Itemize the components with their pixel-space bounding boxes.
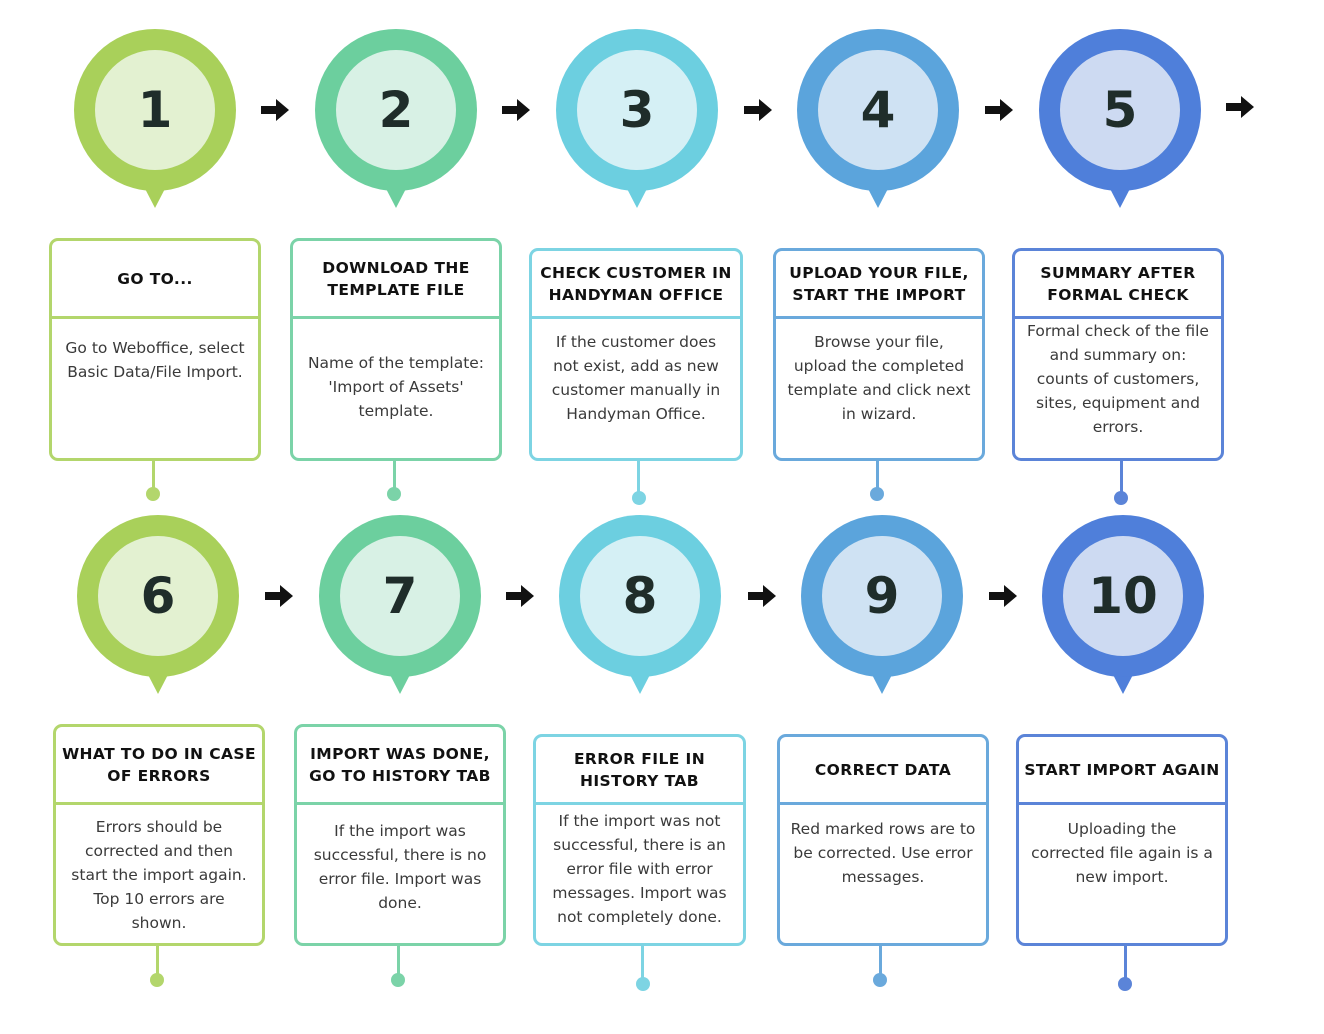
step-4-badge: 4 [797, 29, 959, 229]
badge-pin-shape [556, 29, 718, 208]
arrow-right-icon [1226, 96, 1254, 118]
step-8-number: 8 [622, 567, 658, 625]
step-8-connector [641, 946, 644, 979]
step-4-divider [773, 316, 985, 319]
step-2-number: 2 [378, 81, 414, 139]
step-6-badge: 6 [77, 515, 239, 715]
arrow-right-icon [989, 585, 1017, 607]
arrow-right-icon [502, 99, 530, 121]
step-1-divider [49, 316, 261, 319]
step-9-card: CORRECT DATA Red marked rows are to be c… [777, 734, 989, 946]
step-9-title: CORRECT DATA [814, 761, 952, 779]
badge-pin-shape [319, 515, 481, 694]
step-1-connector [152, 461, 155, 491]
step-6-dot [150, 973, 164, 987]
step-1-title: GO TO... [117, 270, 193, 288]
arrow-right-icon [265, 585, 293, 607]
step-7-connector [397, 946, 400, 976]
step-3-connector [637, 461, 640, 494]
badge-pin-shape [77, 515, 239, 694]
step-6-card: WHAT TO DO IN CASE OF ERRORS Errors shou… [53, 724, 265, 946]
step-6-divider [53, 802, 265, 805]
step-3-title: CHECK CUSTOMER IN HANDYMAN OFFICE [540, 264, 732, 304]
arrow-right-icon [748, 585, 776, 607]
badge-pin-shape [559, 515, 721, 694]
step-1-badge: 1 [74, 29, 236, 229]
step-5-text: Formal check of the file and summary on:… [1027, 322, 1209, 436]
step-4-text: Browse your file, upload the completed t… [787, 333, 971, 423]
step-9-connector [879, 946, 882, 976]
badge-pin-shape [1039, 29, 1201, 208]
step-10-divider [1016, 802, 1228, 805]
step-2-connector [393, 461, 396, 491]
step-5-title: SUMMARY AFTER FORMAL CHECK [1040, 264, 1196, 304]
step-5-connector [1120, 461, 1123, 494]
step-3-divider [529, 316, 743, 319]
step-9-dot [873, 973, 887, 987]
step-3-dot [632, 491, 646, 505]
step-9-number: 9 [864, 567, 900, 625]
step-10-title: START IMPORT AGAIN [1024, 761, 1220, 779]
arrow-right-icon [506, 585, 534, 607]
step-8-badge: 8 [559, 515, 721, 715]
step-2-divider [290, 316, 502, 319]
arrow-right-icon [985, 99, 1013, 121]
step-7-text: If the import was successful, there is n… [313, 822, 487, 912]
step-3-badge: 3 [556, 29, 718, 229]
step-8-divider [533, 802, 746, 805]
step-3-number: 3 [619, 81, 655, 139]
step-4-title: UPLOAD YOUR FILE, START THE IMPORT [789, 264, 969, 304]
step-10-badge: 10 [1042, 515, 1204, 715]
step-9-text: Red marked rows are to be corrected. Use… [790, 820, 976, 886]
step-10-number: 10 [1088, 567, 1158, 625]
step-8-card: ERROR FILE IN HISTORY TAB If the import … [533, 734, 746, 946]
step-8-text: If the import was not successful, there … [552, 812, 727, 926]
step-6-number: 6 [140, 567, 176, 625]
step-5-card: SUMMARY AFTER FORMAL CHECK Formal check … [1012, 248, 1224, 461]
step-8-title: ERROR FILE IN HISTORY TAB [573, 750, 706, 790]
step-9-badge: 9 [801, 515, 963, 715]
step-1-text: Go to Weboffice, select Basic Data/File … [65, 339, 245, 381]
step-6-connector [156, 946, 159, 976]
step-1-card: GO TO... Go to Weboffice, select Basic D… [49, 238, 261, 461]
badge-pin-shape [801, 515, 963, 694]
step-2-title: DOWNLOAD THE TEMPLATE FILE [322, 259, 470, 299]
badge-pin-shape [74, 29, 236, 208]
step-4-number: 4 [860, 81, 896, 139]
step-7-badge: 7 [319, 515, 481, 715]
step-4-connector [876, 461, 879, 491]
badge-pin-shape [797, 29, 959, 208]
badge-pin-shape [1042, 515, 1204, 694]
step-7-number: 7 [382, 567, 418, 625]
step-10-connector [1124, 946, 1127, 979]
step-5-badge: 5 [1039, 29, 1201, 229]
step-10-text: Uploading the corrected file again is a … [1031, 820, 1213, 886]
step-1-dot [146, 487, 160, 501]
step-2-text: Name of the template: 'Import of Assets'… [307, 354, 485, 420]
arrow-right-icon [261, 99, 289, 121]
step-5-divider [1012, 316, 1224, 319]
badge-pin-shape [315, 29, 477, 208]
step-5-number: 5 [1102, 81, 1138, 139]
step-4-dot [870, 487, 884, 501]
step-9-divider [777, 802, 989, 805]
step-4-card: UPLOAD YOUR FILE, START THE IMPORT Brows… [773, 248, 985, 461]
step-8-dot [636, 977, 650, 991]
step-6-text: Errors should be corrected and then star… [71, 818, 247, 932]
step-3-text: If the customer does not exist, add as n… [551, 333, 721, 423]
step-1-number: 1 [137, 81, 173, 139]
step-7-title: IMPORT WAS DONE, GO TO HISTORY TAB [309, 745, 491, 785]
step-5-dot [1114, 491, 1128, 505]
step-2-card: DOWNLOAD THE TEMPLATE FILE Name of the t… [290, 238, 502, 461]
step-10-card: START IMPORT AGAIN Uploading the correct… [1016, 734, 1228, 946]
step-6-title: WHAT TO DO IN CASE OF ERRORS [62, 745, 256, 785]
step-2-dot [387, 487, 401, 501]
step-7-divider [294, 802, 506, 805]
arrow-right-icon [744, 99, 772, 121]
step-10-dot [1118, 977, 1132, 991]
step-7-card: IMPORT WAS DONE, GO TO HISTORY TAB If th… [294, 724, 506, 946]
step-2-badge: 2 [315, 29, 477, 229]
step-7-dot [391, 973, 405, 987]
step-3-card: CHECK CUSTOMER IN HANDYMAN OFFICE If the… [529, 248, 743, 461]
